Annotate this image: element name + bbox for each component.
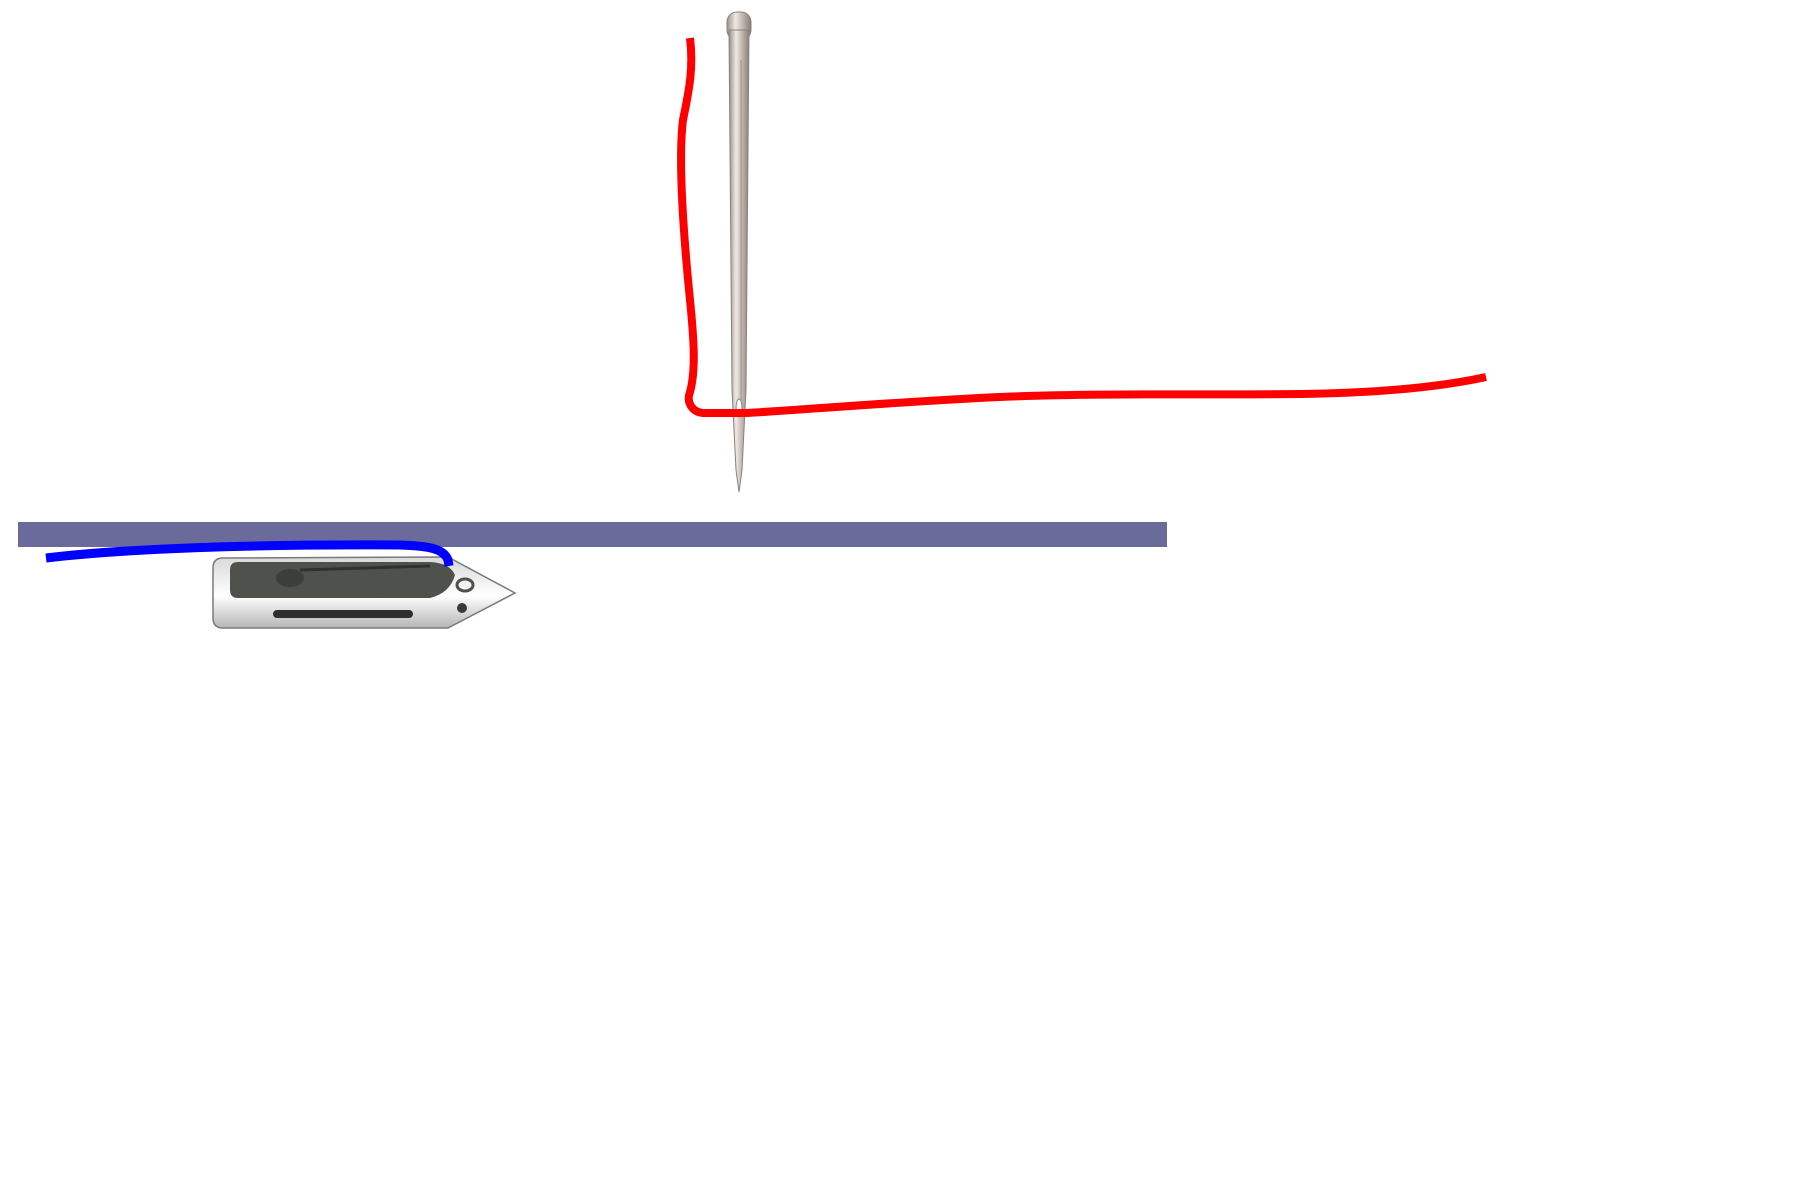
fabric-layer [18,522,1167,547]
bobbin-thread [45,540,454,567]
needle-thread [676,37,1487,417]
boat-shuttle-icon [212,556,517,629]
sewing-needle-icon [726,11,752,493]
